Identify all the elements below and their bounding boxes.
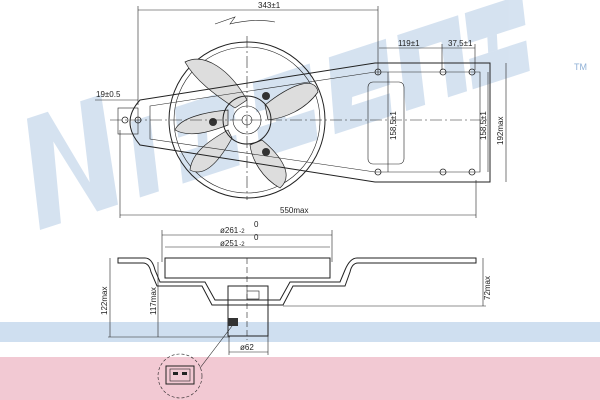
dim-122: 122max bbox=[100, 287, 109, 315]
dim-261: ø261-2 bbox=[220, 226, 245, 235]
dim-261-tol-upper: 0 bbox=[254, 220, 259, 229]
dim-251-tol-upper: 0 bbox=[254, 233, 259, 242]
dim-37-5: 37,5±1 bbox=[448, 39, 473, 48]
fan-shroud-side bbox=[164, 257, 331, 279]
rotation-arrow bbox=[214, 16, 276, 25]
motor-side bbox=[227, 285, 269, 337]
dim-119: 119±1 bbox=[398, 39, 420, 48]
bracket-side bbox=[117, 257, 477, 306]
connector-plug-icon bbox=[165, 365, 195, 385]
connector-side bbox=[228, 318, 238, 326]
blue-stripe bbox=[0, 322, 600, 342]
dim-251: ø251-2 bbox=[220, 239, 245, 248]
dim-192: 192max bbox=[496, 117, 505, 145]
dim-343: 343±1 bbox=[258, 1, 281, 10]
pink-band bbox=[0, 357, 600, 400]
dim-117: 117max bbox=[149, 287, 158, 315]
connector-leader bbox=[199, 325, 233, 369]
trademark-mark: TM bbox=[574, 62, 587, 72]
dim-158-5-inner: 158,5±1 bbox=[389, 111, 398, 140]
dim-158-5-outer: 158,5±1 bbox=[479, 111, 488, 140]
dim-72: 72max bbox=[483, 276, 492, 300]
dim-62: ø62 bbox=[240, 343, 254, 352]
dim-19: 19±0.5 bbox=[96, 90, 121, 99]
fan-blades bbox=[174, 58, 319, 189]
fan-top-view bbox=[95, 6, 507, 218]
connector-detail bbox=[157, 353, 203, 399]
dim-550: 550max bbox=[280, 206, 308, 215]
fan-side-view bbox=[108, 230, 486, 399]
